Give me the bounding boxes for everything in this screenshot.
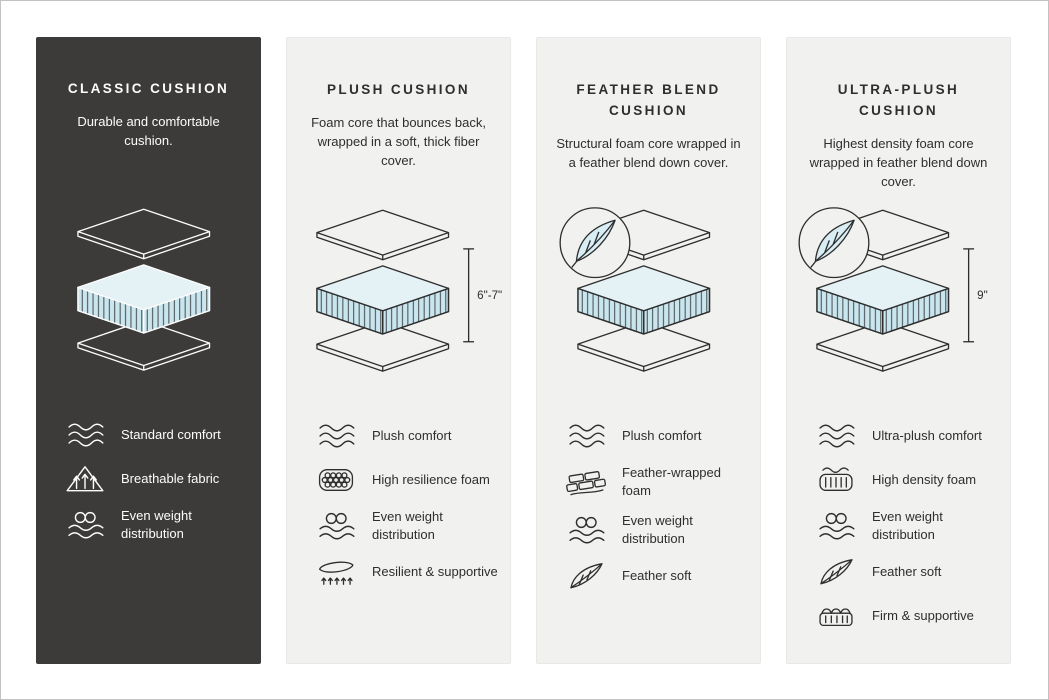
- foam-cells-icon: [318, 468, 354, 491]
- feature-row: High density foam: [815, 464, 1002, 495]
- feature-label: Even weight distribution: [372, 509, 443, 542]
- feature-label: Feather soft: [622, 567, 692, 583]
- feature-row: High resilience foam: [315, 464, 502, 495]
- even-weight-icon: [819, 512, 855, 540]
- card-feather-blend-cushion: FEATHER BLEND CUSHION Structural foam co…: [536, 37, 761, 664]
- feature-row: Feather soft: [815, 556, 1002, 587]
- feather-magnifier-icon: [559, 207, 631, 279]
- feature-label: Even weight distribution: [872, 509, 943, 542]
- even-weight-icon: [319, 512, 355, 540]
- feature-list: Plush comfort Feather-wrapped foam Even …: [565, 420, 752, 604]
- height-measurement: 6"-7": [463, 248, 502, 343]
- feature-label: Resilient & supportive: [372, 563, 498, 579]
- card-description: Structural foam core wrapped in a feathe…: [556, 135, 741, 170]
- feature-list: Standard comfort Breathable fabric Even …: [64, 419, 253, 555]
- feature-row: Resilient & supportive: [315, 556, 502, 587]
- feature-row: Standard comfort: [64, 419, 253, 450]
- feature-row: Breathable fabric: [64, 463, 253, 494]
- feature-label: High density foam: [872, 471, 977, 487]
- card-title: FEATHER BLEND CUSHION: [576, 82, 721, 118]
- waves-icon: [569, 424, 605, 447]
- card-title: PLUSH CUSHION: [327, 82, 470, 97]
- feather-magnifier-icon: [798, 207, 870, 279]
- cushion-layers-illustration: 9": [798, 207, 988, 372]
- cushion-diagram: 9": [787, 204, 1010, 382]
- measurement-label: 6"-7": [477, 289, 502, 302]
- card-title: CLASSIC CUSHION: [67, 81, 230, 96]
- card-description: Foam core that bounces back, wrapped in …: [311, 114, 486, 168]
- waves-icon: [819, 424, 855, 447]
- feature-label: High resilience foam: [372, 471, 490, 487]
- even-weight-icon: [68, 511, 104, 539]
- brick-foam-icon: [565, 469, 607, 495]
- mattress-icon: [819, 607, 853, 626]
- waves-icon: [68, 423, 104, 446]
- feature-label: Standard comfort: [121, 426, 221, 442]
- feature-list: Plush comfort High resilience foam Even …: [315, 420, 502, 600]
- feature-row: Feather-wrapped foam: [565, 464, 752, 499]
- feature-label: Breathable fabric: [121, 470, 220, 486]
- feather-icon: [820, 558, 853, 584]
- breathable-fabric-icon: [66, 465, 104, 491]
- waves-icon: [319, 424, 355, 447]
- feature-label: Feather-wrapped foam: [622, 465, 721, 498]
- feature-row: Even weight distribution: [64, 507, 253, 542]
- feature-row: Feather soft: [565, 560, 752, 591]
- feature-label: Plush comfort: [622, 427, 702, 443]
- feature-list: Ultra-plush comfort High density foam Ev…: [815, 420, 1002, 644]
- feature-label: Plush comfort: [372, 427, 452, 443]
- card-classic-cushion: CLASSIC CUSHION Durable and comfortable …: [36, 37, 261, 664]
- feature-row: Ultra-plush comfort: [815, 420, 1002, 451]
- cushion-layers-illustration: [77, 208, 211, 371]
- height-measurement: 9": [963, 248, 988, 343]
- card-title: ULTRA-PLUSH CUSHION: [837, 82, 960, 118]
- feature-row: Even weight distribution: [815, 508, 1002, 543]
- feature-row: Even weight distribution: [565, 512, 752, 547]
- feature-row: Plush comfort: [315, 420, 502, 451]
- cushion-diagram: [36, 203, 261, 381]
- card-plush-cushion: PLUSH CUSHION Foam core that bounces bac…: [286, 37, 511, 664]
- feature-label: Even weight distribution: [622, 513, 693, 546]
- feather-icon: [570, 562, 603, 589]
- spring-support-icon: [318, 561, 354, 585]
- card-ultra-plush-cushion: ULTRA-PLUSH CUSHION Highest density foam…: [786, 37, 1011, 664]
- feature-row: Plush comfort: [565, 420, 752, 451]
- card-description: Highest density foam core wrapped in fea…: [809, 135, 988, 189]
- even-weight-icon: [569, 516, 605, 544]
- feature-label: Ultra-plush comfort: [872, 427, 982, 443]
- measurement-label: 9": [977, 289, 988, 302]
- feature-label: Even weight distribution: [121, 508, 192, 541]
- cushion-layers-illustration: [559, 207, 711, 372]
- cushion-diagram: [537, 204, 760, 382]
- high-density-foam-icon: [819, 466, 853, 491]
- card-description: Durable and comfortable cushion.: [77, 113, 220, 148]
- cushion-diagram: 6"-7": [287, 204, 510, 382]
- feature-row: Even weight distribution: [315, 508, 502, 543]
- feature-label: Feather soft: [872, 563, 942, 579]
- feature-label: Firm & supportive: [872, 607, 974, 623]
- feature-row: Firm & supportive: [815, 600, 1002, 631]
- cushion-layers-illustration: 6"-7": [316, 209, 502, 372]
